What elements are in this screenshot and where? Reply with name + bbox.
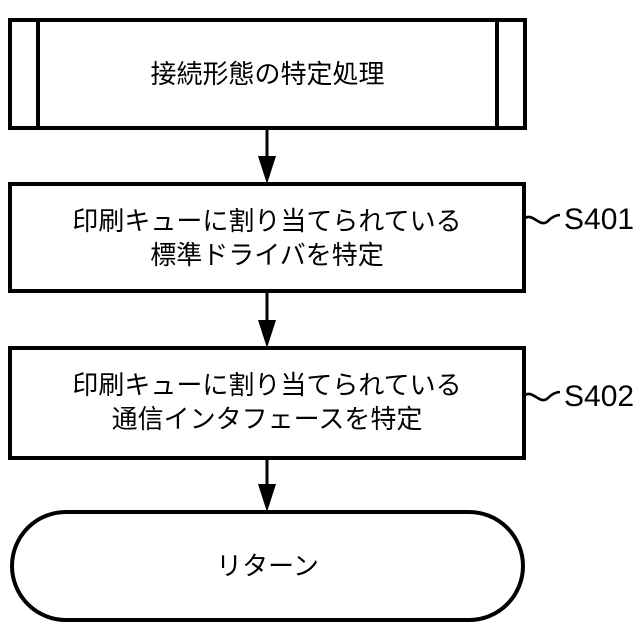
step-label-s402: S402 bbox=[564, 380, 635, 413]
node-step1-label-line2: 標準ドライバを特定 bbox=[150, 240, 384, 270]
arrow-2-head bbox=[258, 320, 276, 348]
node-return-label: リターン bbox=[216, 551, 319, 581]
arrow-1-head bbox=[258, 156, 276, 184]
step2-label-connector bbox=[523, 390, 561, 402]
arrow-step2-to-return bbox=[258, 458, 276, 512]
node-step2-shape bbox=[8, 346, 526, 460]
node-return-shape bbox=[10, 510, 525, 622]
node-step1-shape bbox=[8, 182, 526, 293]
step1-label-connector bbox=[523, 213, 561, 225]
node-subroutine-label: 接続形態の特定処理 bbox=[150, 59, 385, 89]
node-subroutine-shape bbox=[8, 18, 527, 130]
node-step1-label: 印刷キューに割り当てられている標準ドライバを特定 bbox=[10, 204, 524, 272]
node-step2-label: 印刷キューに割り当てられている通信インタフェースを特定 bbox=[10, 368, 524, 436]
arrow-step1-to-step2 bbox=[258, 291, 276, 348]
arrow-3-head bbox=[258, 484, 276, 512]
node-step2-label-line1: 印刷キューに割り当てられている bbox=[72, 370, 462, 400]
subroutine-outer-rect bbox=[8, 18, 527, 130]
arrow-subroutine-to-step1 bbox=[258, 128, 276, 184]
node-step2-label-line2: 通信インタフェースを特定 bbox=[111, 404, 423, 434]
node-step1-label-line1: 印刷キューに割り当てられている bbox=[72, 206, 462, 236]
step-label-s401: S401 bbox=[564, 203, 635, 236]
